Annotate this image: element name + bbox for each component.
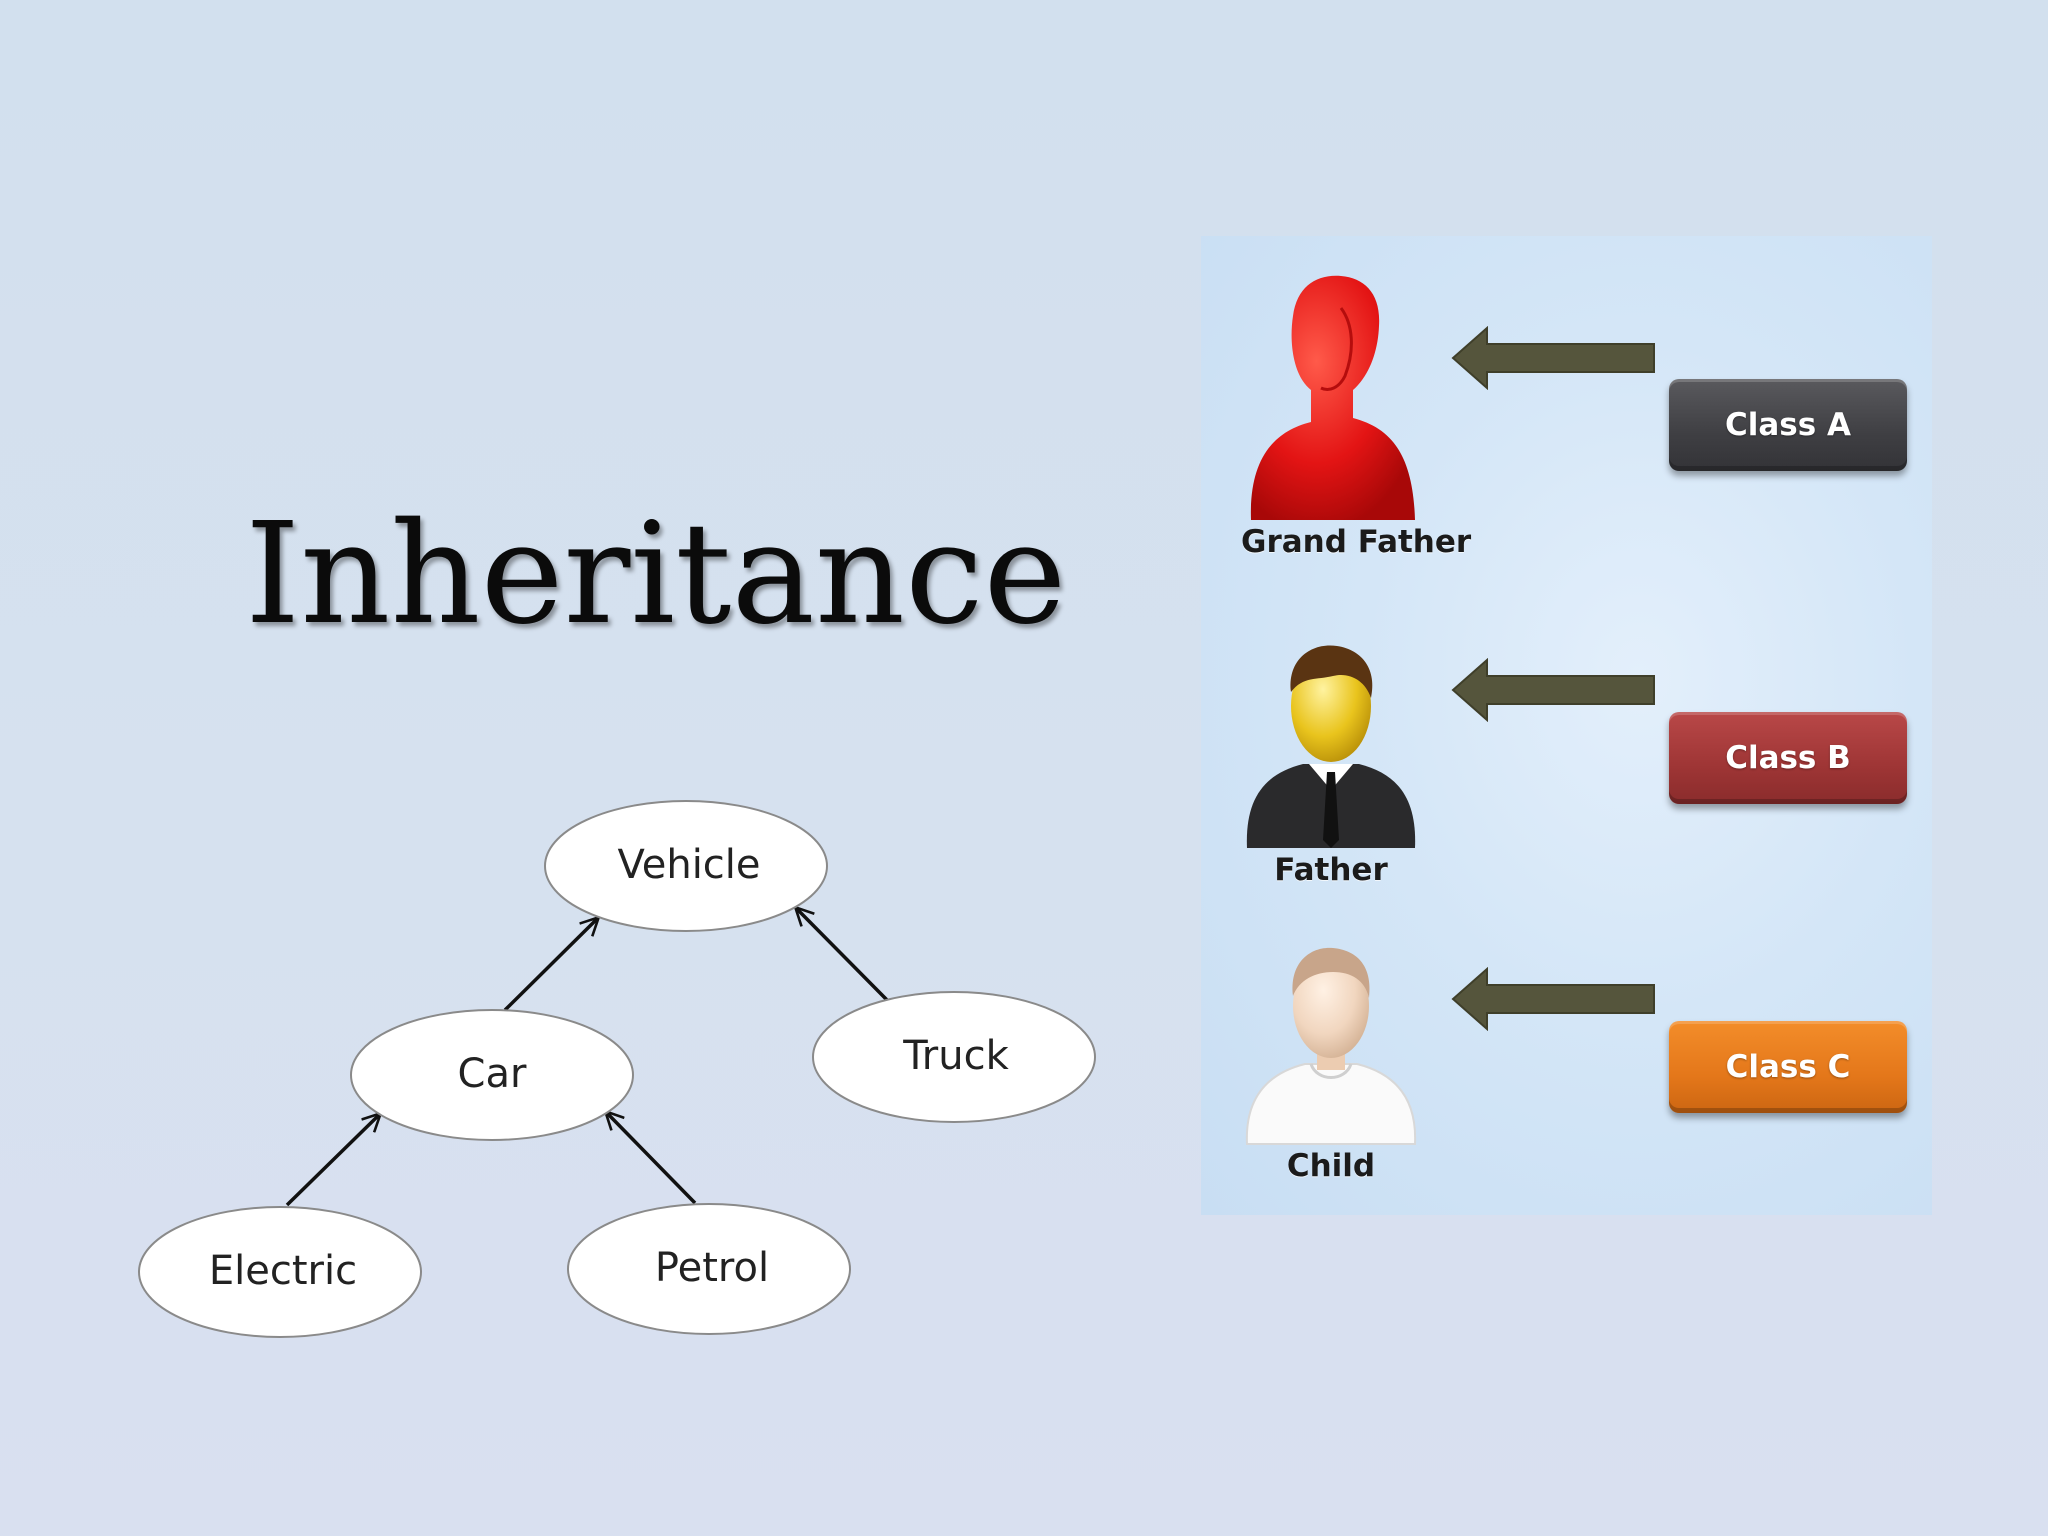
- tree-node-vehicle: Vehicle: [544, 800, 828, 932]
- edge-truck-to-vehicle: [796, 908, 889, 1002]
- tree-node-petrol: Petrol: [567, 1203, 851, 1335]
- class-c-box: Class C: [1669, 1021, 1907, 1113]
- tree-node-car: Car: [350, 1009, 634, 1141]
- businessman-icon: [1246, 645, 1416, 848]
- edge-electric-to-car: [285, 1114, 380, 1207]
- edge-car-to-vehicle: [503, 918, 598, 1012]
- child-person-icon: [1245, 947, 1417, 1145]
- node-label-car: Car: [458, 1051, 527, 1097]
- father-label: Father: [1274, 852, 1388, 888]
- class-b-box: Class B: [1669, 712, 1907, 804]
- grandfather-figure: Grand Father: [1241, 272, 1472, 560]
- red-bust-icon: [1250, 275, 1415, 520]
- arrow-left-icon: [1451, 326, 1655, 390]
- class-a-box: Class A: [1669, 379, 1907, 471]
- class-b-label: Class B: [1725, 740, 1851, 776]
- inheritance-tree-diagram: Vehicle Car Truck Electric Petrol: [138, 800, 1096, 1338]
- class-a-label: Class A: [1725, 407, 1851, 443]
- node-label-vehicle: Vehicle: [617, 842, 760, 888]
- father-figure: Father: [1241, 640, 1421, 888]
- slide-title: Inheritance: [245, 493, 1067, 656]
- arrow-left-icon: [1451, 658, 1655, 722]
- child-figure: Child: [1241, 936, 1421, 1184]
- arrow-left-icon: [1451, 967, 1655, 1031]
- class-hierarchy-panel: Grand Father Class A Father Class: [1201, 236, 1932, 1215]
- edge-petrol-to-car: [606, 1112, 697, 1205]
- class-c-label: Class C: [1725, 1049, 1851, 1085]
- tree-node-truck: Truck: [812, 991, 1096, 1123]
- grandfather-label: Grand Father: [1241, 524, 1472, 560]
- tree-node-electric: Electric: [138, 1206, 422, 1338]
- tree-edges: [285, 908, 889, 1207]
- node-label-electric: Electric: [209, 1248, 357, 1294]
- node-label-petrol: Petrol: [655, 1245, 769, 1291]
- node-label-truck: Truck: [902, 1033, 1009, 1079]
- child-label: Child: [1286, 1148, 1376, 1184]
